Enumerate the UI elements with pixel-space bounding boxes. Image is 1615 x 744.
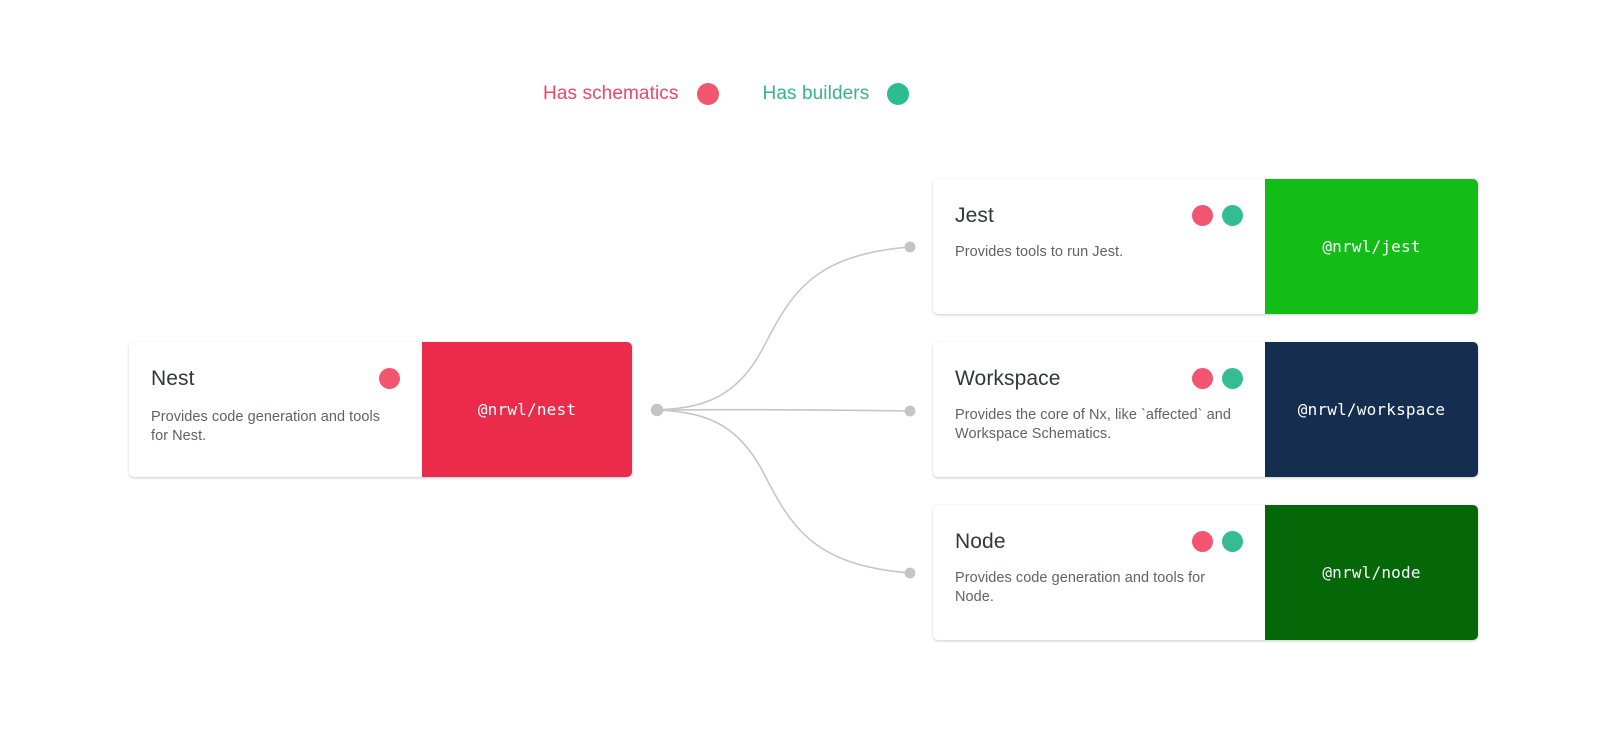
plugin-card-node-body: Node Provides code generation and tools … bbox=[933, 505, 1265, 640]
edge-endpoint-jest-icon bbox=[904, 241, 916, 253]
plugin-card-workspace-description: Provides the core of Nx, like `affected`… bbox=[955, 407, 1231, 442]
has-builders-circle-icon bbox=[1222, 205, 1243, 226]
edge-endpoint-workspace-icon bbox=[904, 405, 916, 417]
legend-item-builders: Has builders bbox=[763, 80, 910, 108]
has-schematics-circle-icon bbox=[1192, 205, 1213, 226]
legend-label-builders: Has builders bbox=[762, 83, 870, 104]
plugin-card-node-capability-dots bbox=[1192, 531, 1243, 552]
legend: Has schematics Has builders bbox=[543, 80, 910, 108]
plugin-card-jest-description: Provides tools to run Jest. bbox=[955, 244, 1124, 260]
plugin-card-workspace-package: @nrwl/workspace bbox=[1265, 342, 1478, 477]
edge-endpoint-node-icon bbox=[904, 567, 916, 579]
plugin-card-workspace-body: Workspace Provides the core of Nx, like … bbox=[933, 342, 1265, 477]
plugin-card-node[interactable]: Node Provides code generation and tools … bbox=[933, 505, 1478, 640]
plugin-card-nest-capability-dots bbox=[379, 368, 400, 389]
plugin-card-jest-title: Jest bbox=[955, 204, 994, 227]
plugin-card-nest-package: @nrwl/nest bbox=[422, 342, 632, 477]
plugin-card-jest-body: Jest Provides tools to run Jest. bbox=[933, 179, 1265, 314]
plugin-card-node-package: @nrwl/node bbox=[1265, 505, 1478, 640]
plugin-card-workspace[interactable]: Workspace Provides the core of Nx, like … bbox=[933, 342, 1478, 477]
edge-nest-to-jest bbox=[656, 246, 911, 411]
has-schematics-circle-icon bbox=[1192, 368, 1213, 389]
has-schematics-circle-icon bbox=[1192, 531, 1213, 552]
plugin-card-jest-capability-dots bbox=[1192, 205, 1243, 226]
has-builders-circle-icon bbox=[1222, 368, 1243, 389]
legend-item-schematics: Has schematics bbox=[543, 80, 719, 108]
plugin-card-nest[interactable]: Nest Provides code generation and tools … bbox=[129, 342, 632, 477]
has-builders-circle-icon bbox=[1222, 531, 1243, 552]
plugin-card-nest-title: Nest bbox=[151, 367, 195, 390]
edge-nest-to-workspace bbox=[656, 408, 911, 412]
plugin-card-workspace-title: Workspace bbox=[955, 367, 1061, 390]
plugin-card-workspace-capability-dots bbox=[1192, 368, 1243, 389]
edge-nest-to-node bbox=[656, 409, 911, 574]
legend-schematics-circle-icon bbox=[696, 83, 719, 105]
plugin-card-jest-package: @nrwl/jest bbox=[1265, 179, 1478, 314]
plugin-card-jest[interactable]: Jest Provides tools to run Jest. @nrwl/j… bbox=[933, 179, 1478, 314]
legend-label-schematics: Has schematics bbox=[543, 83, 679, 104]
plugin-card-nest-description: Provides code generation and tools for N… bbox=[151, 409, 381, 444]
has-schematics-circle-icon bbox=[379, 368, 400, 389]
plugin-card-node-description: Provides code generation and tools for N… bbox=[955, 570, 1206, 605]
edge-source-endpoint-icon bbox=[650, 403, 664, 417]
plugin-card-nest-body: Nest Provides code generation and tools … bbox=[129, 342, 422, 477]
plugin-card-node-title: Node bbox=[955, 530, 1006, 553]
legend-builders-circle-icon bbox=[887, 83, 910, 105]
